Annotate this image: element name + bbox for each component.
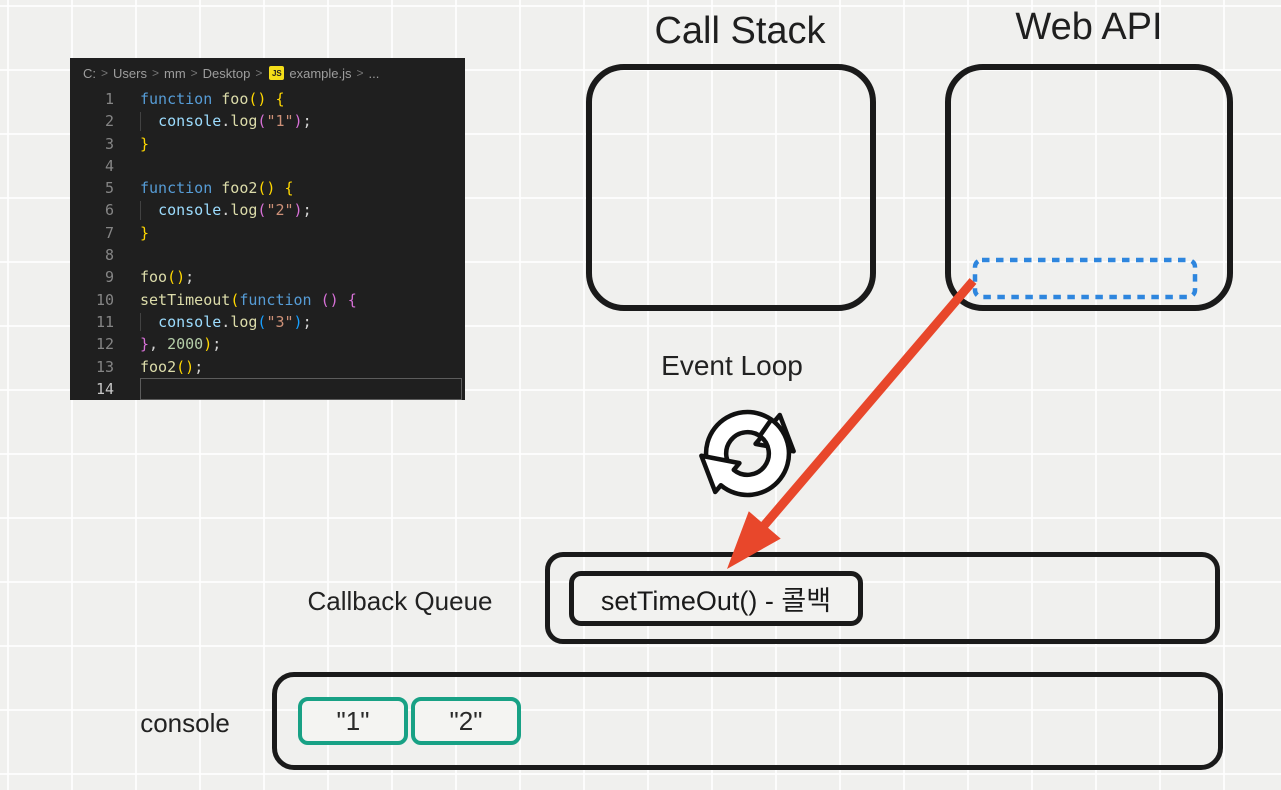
callback-queue-box: setTimeOut() - 콜백 — [545, 552, 1220, 644]
line-code: function foo() { — [140, 90, 285, 108]
breadcrumb-file-name: example.js — [289, 65, 352, 81]
line-number: 7 — [104, 223, 114, 242]
breadcrumb-separator: > — [101, 66, 109, 80]
line-code: function foo2() { — [140, 179, 294, 198]
breadcrumb-segment: Desktop — [202, 65, 251, 81]
breadcrumb-separator: > — [190, 66, 198, 80]
line-code: foo(); — [140, 268, 195, 287]
line-code: } — [140, 223, 150, 242]
line-number: 2 — [104, 112, 114, 131]
line-number: 1 — [104, 90, 114, 108]
line-number: 13 — [95, 357, 114, 376]
line-code: console.log("2"); — [140, 199, 462, 221]
breadcrumb-segment: mm — [163, 65, 186, 81]
code-line: 8 — [70, 244, 465, 266]
callback-queue-label: Callback Queue — [307, 586, 493, 616]
code-line: 9 foo(); — [70, 266, 465, 288]
code-line: 3} — [70, 133, 465, 155]
line-number: 14 — [95, 379, 114, 398]
breadcrumb-separator: > — [151, 66, 159, 80]
line-code: foo2(); — [140, 357, 204, 376]
breadcrumb-tail: ... — [368, 65, 380, 81]
breadcrumb-separator: > — [356, 66, 364, 80]
breadcrumb-separator: > — [255, 66, 263, 80]
line-number: 5 — [104, 179, 114, 198]
line-number: 10 — [95, 290, 114, 309]
line-number: 6 — [104, 201, 114, 220]
line-code — [140, 155, 462, 177]
breadcrumb-segment: C: — [83, 65, 96, 81]
line-number: 9 — [104, 268, 114, 287]
breadcrumb: C: > Users > mm > Desktop > JS example.js >... — [70, 58, 465, 88]
code-line: 14 — [70, 378, 465, 400]
code-line: 1 function foo() { — [70, 88, 465, 110]
event-loop-label: Event Loop — [661, 350, 803, 381]
red-arrow — [727, 278, 977, 569]
code-editor-screenshot: C: > Users > mm > Desktop > JS example.js >... 1 fu… — [70, 58, 465, 400]
code-line: 11 console.log("3"); — [70, 311, 465, 333]
line-code — [140, 378, 462, 400]
code-line: 12 }, 2000); — [70, 333, 465, 355]
line-code: }, 2000); — [140, 335, 222, 354]
event-loop-cycle-icon — [699, 409, 796, 498]
console-box: "1""2" — [272, 672, 1223, 770]
code-line: 7} — [70, 222, 465, 244]
line-code — [140, 244, 462, 266]
call-stack-box — [586, 64, 876, 311]
line-number: 11 — [95, 312, 114, 331]
line-code: } — [140, 134, 150, 153]
line-code: console.log("1"); — [140, 110, 462, 132]
line-number: 8 — [104, 246, 114, 265]
breadcrumb-segment: Users — [113, 65, 147, 81]
console-item: "1" — [298, 697, 408, 745]
code-line: 6 console.log("2"); — [70, 199, 465, 221]
code-line: 4 — [70, 155, 465, 177]
console-item: "2" — [411, 697, 521, 745]
call-stack-title: Call Stack — [654, 10, 826, 52]
line-code: setTimeout(function () { — [140, 290, 357, 309]
code-line: 2 console.log("1"); — [70, 110, 465, 132]
code-line: 13 foo2(); — [70, 356, 465, 378]
code-line: 10 setTimeout(function () { — [70, 289, 465, 311]
line-number: 12 — [95, 335, 114, 354]
code-line: 5 function foo2() { — [70, 177, 465, 199]
line-number: 3 — [104, 134, 114, 153]
line-number: 4 — [104, 156, 114, 175]
queue-item: setTimeOut() - 콜백 — [569, 570, 863, 626]
console-label: console — [140, 708, 230, 738]
web-api-title: Web API — [1015, 6, 1163, 48]
web-api-box — [945, 64, 1233, 311]
line-code: console.log("3"); — [140, 311, 462, 333]
js-file-icon: JS — [269, 66, 285, 80]
